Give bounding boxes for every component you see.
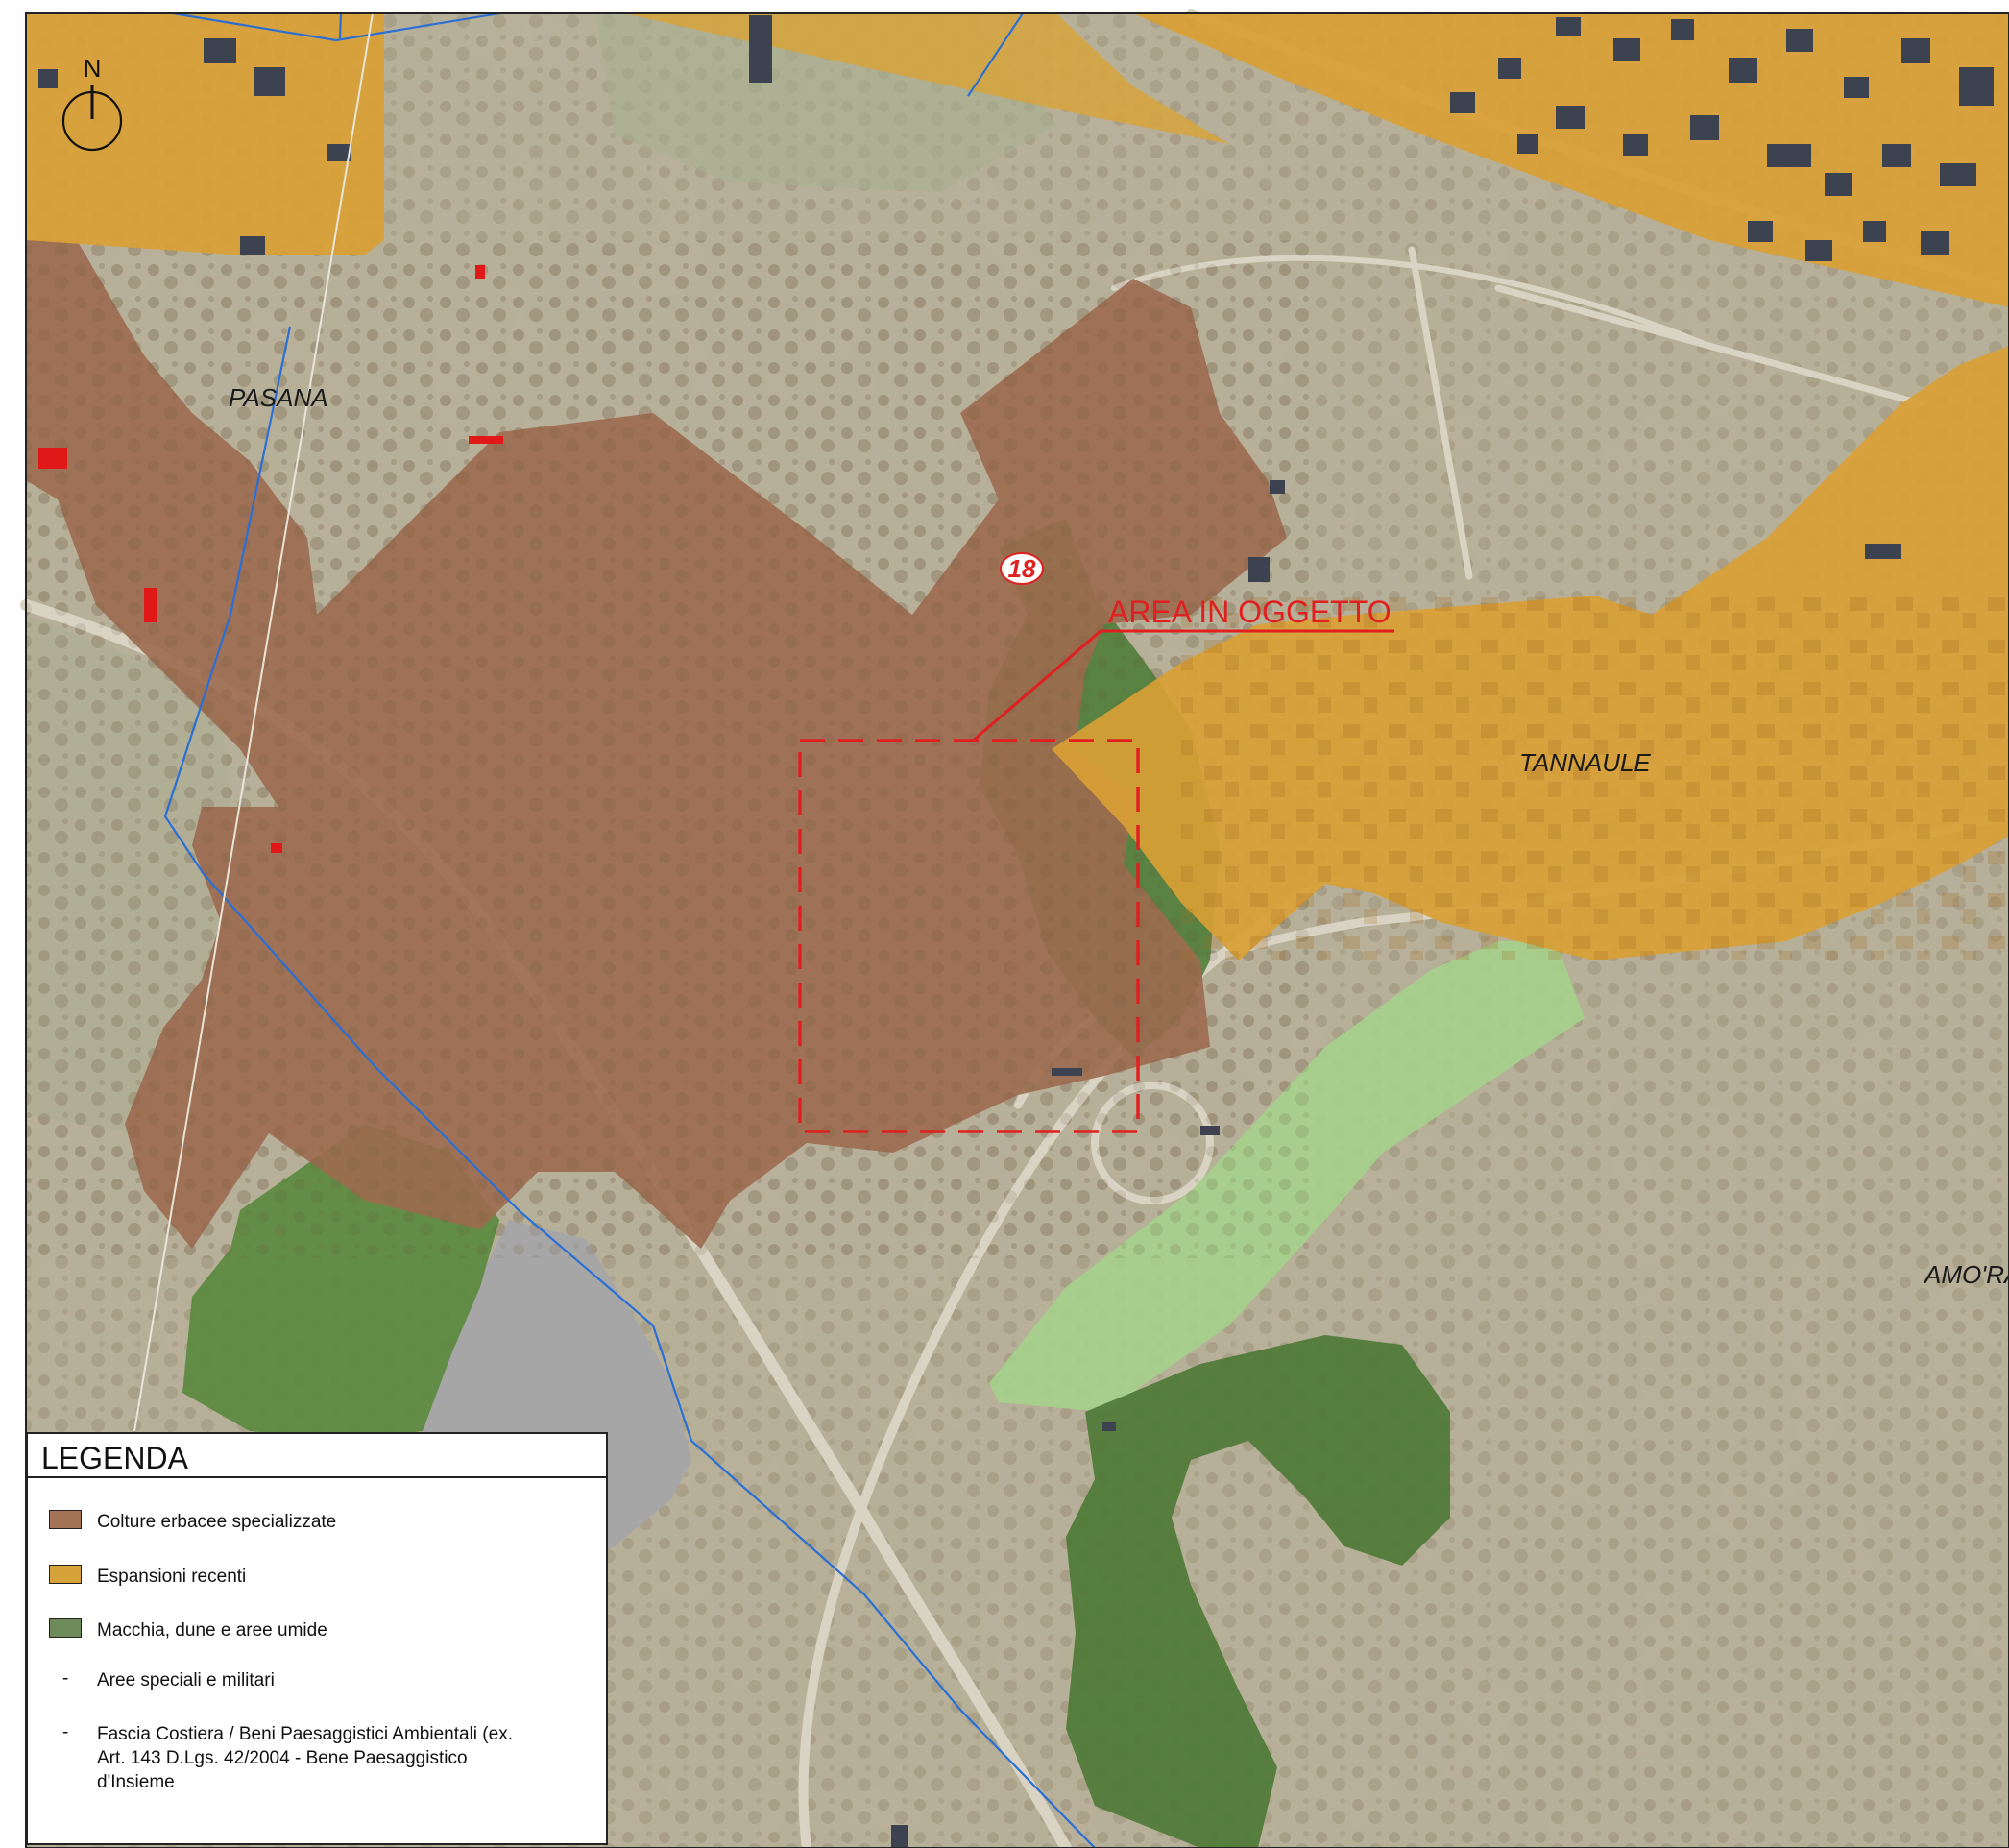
legend-dash: -	[62, 1722, 69, 1742]
place-label-pasana: PASANA	[229, 383, 328, 412]
zone-espansioni-northwest	[26, 13, 384, 255]
zone-espansioni-blocks	[1181, 596, 2009, 960]
zone-espansioni-north-strip	[624, 13, 1229, 144]
legend-label: Fascia Costiera / Beni Paesaggistici Amb…	[97, 1724, 513, 1792]
legend-item-macchia: Macchia, dune e aree umide	[49, 1618, 548, 1642]
legend-swatch-macchia	[49, 1618, 82, 1638]
legend-label: Aree speciali e militari	[97, 1670, 275, 1690]
legend-item-aree-speciali: - Aree speciali e militari	[49, 1668, 548, 1692]
north-arrow: N	[61, 54, 123, 152]
legend-item-espansioni: Espansioni recenti	[49, 1565, 548, 1589]
legend-item-fascia-costiera: - Fascia Costiera / Beni Paesaggistici A…	[49, 1722, 539, 1794]
place-label-amora: AMO'RA	[1923, 1260, 2009, 1289]
zone-aree-speciali	[423, 1220, 691, 1633]
railway-line	[133, 12, 374, 1432]
place-label-tannaule: TANNAULE	[1519, 748, 1651, 777]
area-in-oggetto-box[interactable]	[798, 739, 1140, 1133]
building-footprints	[38, 15, 1994, 1848]
area-in-oggetto-label: AREA IN OGGETTO	[1108, 595, 1392, 629]
legend-dash: -	[62, 1668, 69, 1689]
svg-text:18: 18	[1008, 554, 1036, 583]
north-label: N	[84, 54, 102, 83]
legend-title: LEGENDA	[28, 1434, 606, 1478]
map-frame	[25, 12, 2009, 1848]
legend-panel: LEGENDA Colture erbacee specializzate Es…	[26, 1432, 608, 1845]
legend-label: Macchia, dune e aree umide	[97, 1620, 327, 1641]
legend-swatch-colture	[49, 1510, 82, 1529]
legend-label: Colture erbacee specializzate	[97, 1512, 337, 1532]
legend-item-colture: Colture erbacee specializzate	[49, 1510, 548, 1534]
legend-label: Espansioni recenti	[97, 1567, 247, 1587]
boundary-lines	[163, 12, 1096, 1848]
zone-macchia-south	[1066, 1335, 1450, 1848]
zone-espansioni-north	[624, 13, 2009, 307]
area-number-badge: 18	[1000, 552, 1044, 585]
area-callout-leader	[971, 629, 1394, 743]
red-special-markers	[38, 265, 503, 853]
legend-swatch-espansioni	[49, 1565, 82, 1584]
